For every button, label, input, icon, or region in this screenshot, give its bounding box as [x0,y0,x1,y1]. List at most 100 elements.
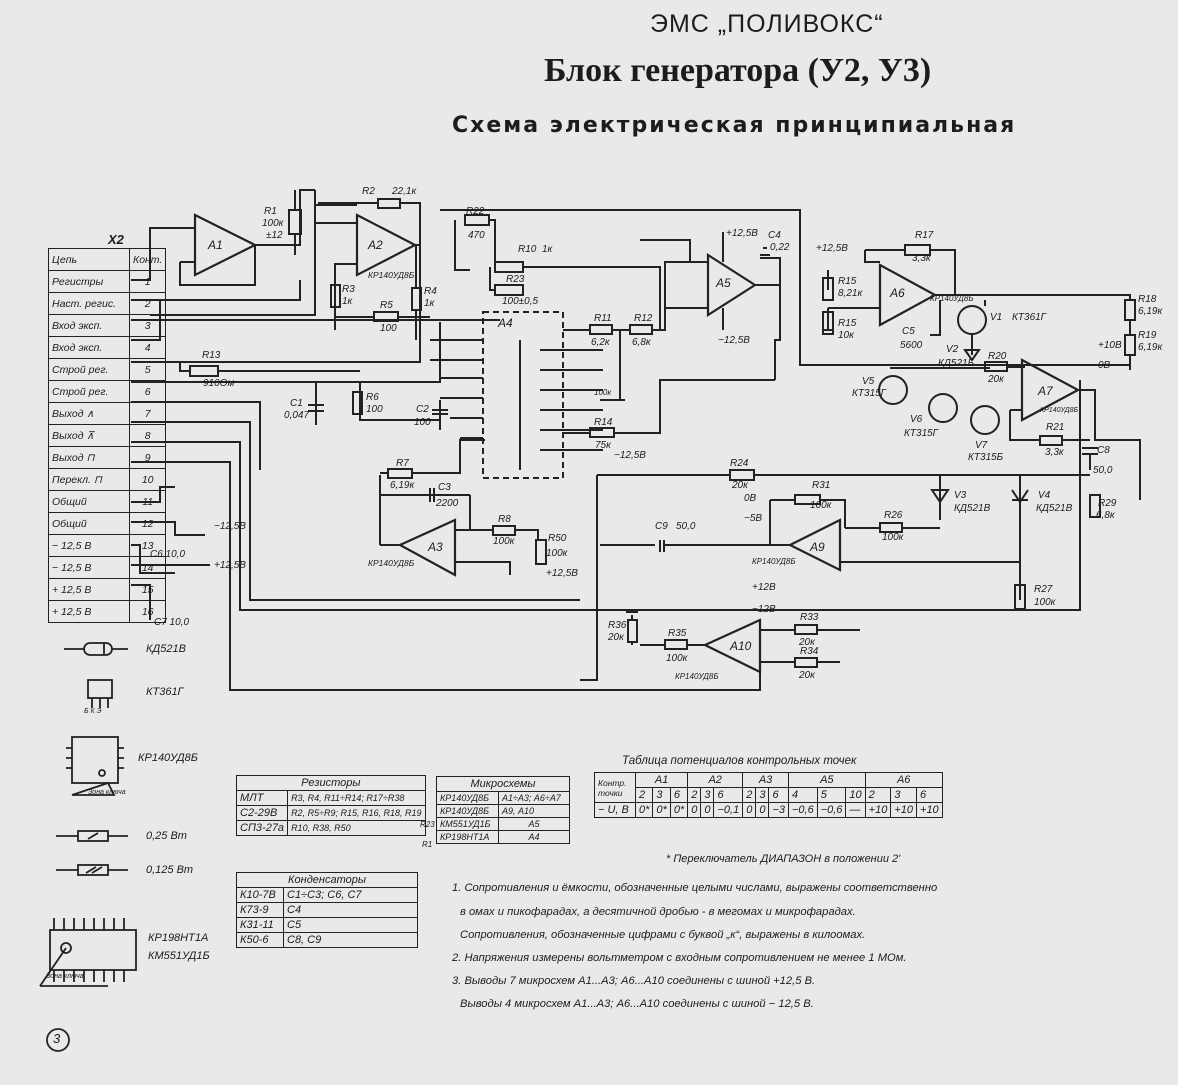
label-r15b-val: 10к [838,330,854,341]
value: 0 [700,802,715,818]
value: +10 [890,802,918,818]
label-r15b: R15 [838,318,857,329]
point: 2 [687,787,702,803]
label-c6: C6 10,0 [150,549,186,560]
label-c2: C2 [416,404,429,415]
label-c8: C8 [1097,445,1110,456]
label-a7: А7 [1038,384,1053,398]
label-r7-val: 6,19к [390,480,415,491]
label-a5-minus: −12,5В [718,335,750,346]
label-r29-val: 6,8к [1096,510,1115,521]
legend-dip1: КР198НТ1А [148,932,209,944]
items: R10, R38, R50 [287,820,426,836]
page-subtitle: Схема электрическая принципиальная [452,113,1017,138]
note-1a: 1. Сопротивления и ёмкости, обозначенные… [452,882,938,894]
label-a9: А9 [810,540,825,554]
label-c3: C3 [438,482,451,493]
label-r27: R27 [1034,584,1053,595]
label-r21-val: 3,3к [1045,447,1064,458]
point: 2 [634,787,654,803]
circuit: Строй рег. [48,380,130,403]
label-plus10: +10В [1098,340,1122,351]
label-r13: R13 [202,350,221,361]
label-r24: R24 [730,458,749,469]
side-label-r23: R23 [420,820,435,829]
label-r4: R4 [424,286,437,297]
label-r10: R10 [518,244,537,255]
label-plus125-r50: +12,5В [546,568,578,579]
point: 10 [845,787,866,803]
legend-transistor-pins: Б К Э [84,708,102,715]
row-header: Контр. точки [594,772,636,803]
label-r27-val: 100к [1034,597,1056,608]
circuit: Вход эксп. [48,314,130,337]
value: 0* [669,802,689,818]
label-minus125-r14: −12,5В [614,450,646,461]
type: МЛТ [235,790,289,806]
legend-opamp: КР140УД8Б [138,752,198,764]
label-v6: V6 [910,414,923,425]
label-r14-val: 75к [595,440,611,451]
connector-row: Вход эксп.4 [48,336,167,359]
type: К31-11 [236,917,284,933]
circuit: Общий [48,490,130,513]
legend-key-zone: Зона ключа [88,789,126,796]
items: C8, C9 [283,932,418,948]
value: −3 [768,802,789,818]
label-c1: C1 [290,398,303,409]
label-r26-val: 100к [882,532,904,543]
legend-res-025: 0,25 Вт [146,830,187,842]
note-3a: 3. Выводы 7 микросхем А1...А3; А6...А10 … [452,975,816,987]
label-a3: А3 [428,540,443,554]
chip: А2 [687,772,744,788]
label-r10-val: 1к [542,244,553,255]
point: 6 [713,787,744,803]
legend-diode: КД521В [146,643,186,655]
label-v4: V4 [1038,490,1051,501]
label-r20-val: 20к [988,374,1004,385]
label-r8-val: 100к [493,536,515,547]
legend-res-0125: 0,125 Вт [146,864,194,876]
label-r5: R5 [380,300,393,311]
point: 6 [768,787,789,803]
label-r7: R7 [396,458,409,469]
label-r50-val: 100к [546,548,568,559]
items: C5 [283,917,418,933]
type: С2-29В [235,805,289,821]
note-2: 2. Напряжения измерены вольтметром с вхо… [452,952,907,964]
label-c2-val: 100 [414,417,431,428]
label-r24-val: 20к [732,480,748,491]
label-plus12: +12В [752,582,776,593]
point: 3 [755,787,770,803]
point: 6 [916,787,943,803]
label-a7-type: КР140УД8Б [1040,407,1079,414]
label-r2: R2 [362,186,375,197]
connector-row: Наст. регис.2 [48,292,167,315]
label-r17: R17 [915,230,934,241]
label-a9-type: КР140УД8Б [752,557,796,566]
resistors-title: Резисторы [236,775,426,791]
label-a6-plus: +12,5В [816,243,848,254]
circuit: − 12,5 В [48,556,130,579]
label-r31-val: 100к [810,500,832,511]
ic-title: Микросхемы [436,776,570,792]
items: C1÷C3; C6, C7 [283,887,418,903]
label-r15a-val: 8,21к [838,288,863,299]
point: 2 [742,787,757,803]
label-r5-val: 100 [380,323,397,334]
items: А1÷А3; А6÷А7 [497,791,571,805]
label-r18-val: 6,19к [1138,306,1163,317]
label-a10: А10 [730,639,752,653]
label-r15a: R15 [838,276,857,287]
potentials-chip-row: Контр. точки А1 А2 А3 А5 А6 [594,772,943,803]
